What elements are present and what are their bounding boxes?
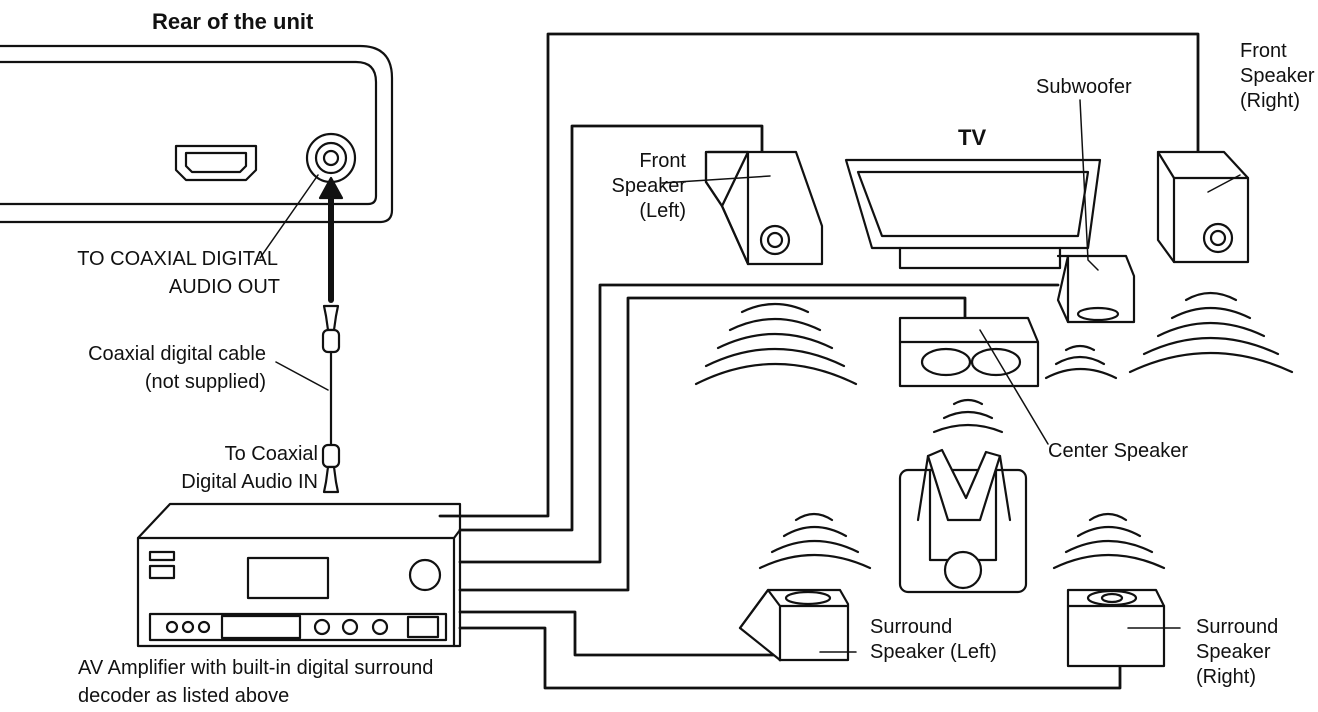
sound-waves-subwoofer xyxy=(1046,346,1116,378)
front-speaker-left-label-line2: Speaker xyxy=(611,175,687,197)
front-speaker-right-label-line3: (Right) xyxy=(1240,90,1301,112)
subwoofer-label: Subwoofer xyxy=(1036,76,1132,98)
front-speaker-right xyxy=(1158,152,1248,262)
unit-rear-panel xyxy=(0,46,392,222)
subwoofer xyxy=(1058,256,1134,322)
listener xyxy=(900,450,1026,592)
cable-label-line2: (not supplied) xyxy=(144,371,266,393)
surround-speaker-left-label-line2: Speaker (Left) xyxy=(870,641,997,663)
front-speaker-left-label-line1: Front xyxy=(639,150,686,172)
surround-speaker-right-label-line3: (Right) xyxy=(1196,666,1257,688)
center-speaker-label: Center Speaker xyxy=(1048,440,1189,462)
amplifier-label-line1: AV Amplifier with built-in digital surro… xyxy=(78,657,434,679)
connection-arrow xyxy=(320,178,342,300)
sound-waves-surround-left xyxy=(760,514,870,568)
front-speaker-right-label-line1: Front xyxy=(1240,40,1287,62)
sound-waves-surround-right xyxy=(1054,514,1164,568)
front-speaker-right-label-line2: Speaker xyxy=(1240,65,1315,87)
surround-speaker-left-label-line1: Surround xyxy=(870,616,953,638)
front-speaker-left-label-line3: (Left) xyxy=(639,200,686,222)
coaxial-cable xyxy=(323,306,339,492)
sound-waves-front-right xyxy=(1130,293,1292,372)
coaxial-out-label-line1: TO COAXIAL DIGITAL xyxy=(77,248,278,270)
front-speaker-left xyxy=(706,152,822,264)
av-amplifier xyxy=(138,504,460,646)
surround-speaker-right-label-line2: Speaker xyxy=(1196,641,1271,663)
rear-of-unit-title: Rear of the unit xyxy=(152,9,314,34)
tv-label: TV xyxy=(958,125,987,150)
coaxial-out-jack-icon xyxy=(307,134,355,182)
sound-waves-front-left xyxy=(696,304,856,384)
sound-waves-center xyxy=(934,400,1002,432)
coaxial-in-label-line2: Digital Audio IN xyxy=(181,471,318,493)
center-speaker xyxy=(900,318,1038,386)
surround-speaker-right-label-line1: Surround xyxy=(1196,616,1279,638)
amplifier-label-line2: decoder as listed above xyxy=(78,685,290,707)
surround-speaker-left xyxy=(740,590,848,660)
surround-speaker-right xyxy=(1068,590,1164,666)
hdmi-port-icon xyxy=(176,146,256,180)
tv xyxy=(846,160,1100,268)
coaxial-in-label-line1: To Coaxial xyxy=(224,443,318,465)
coaxial-out-label-line2: AUDIO OUT xyxy=(168,276,280,298)
cable-label-line1: Coaxial digital cable xyxy=(88,343,266,365)
